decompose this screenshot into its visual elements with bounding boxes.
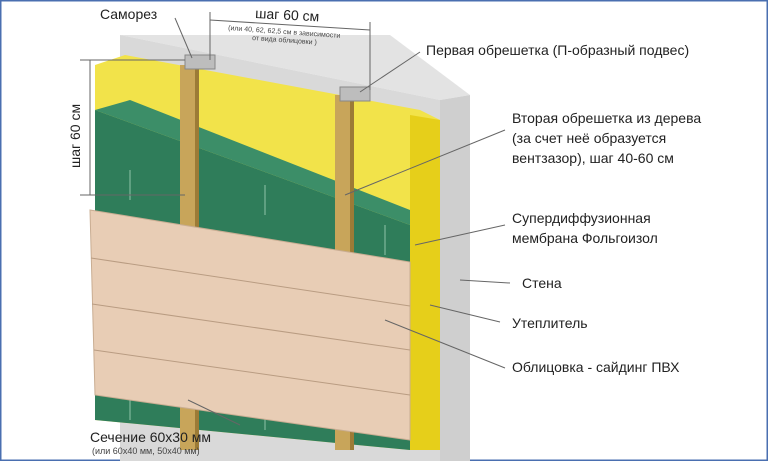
label-section: Сечение 60х30 мм: [90, 429, 211, 445]
label-insulation: Утеплитель: [512, 315, 588, 331]
label-screw: Саморез: [100, 6, 157, 22]
wall-top: [120, 35, 470, 100]
wall-side: [440, 95, 470, 461]
label-second-lathing-2: (за счет неё образуется: [512, 130, 666, 146]
label-step-left: шаг 60 см: [67, 104, 83, 168]
label-membrane-1: Супердиффузионная: [512, 210, 651, 226]
label-membrane-2: мембрана Фольгоизол: [512, 230, 658, 246]
siding-panel: [89, 209, 411, 441]
label-second-lathing-1: Вторая обрешетка из дерева: [512, 110, 701, 126]
label-cladding: Облицовка - сайдинг ПВХ: [512, 359, 680, 375]
membrane-top: [95, 100, 410, 225]
dimension-lines: [80, 12, 371, 196]
label-second-lathing-3: вентзазор), шаг 40-60 см: [512, 150, 674, 166]
label-wall: Стена: [522, 275, 562, 291]
label-first-lathing: Первая обрешетка (П-образный подвес): [426, 42, 689, 58]
label-step-top: шаг 60 см: [255, 5, 320, 24]
insulation-side: [410, 115, 440, 450]
leader-lines: [174, 17, 511, 426]
label-section-note: (или 60х40 мм, 50х40 мм): [92, 446, 200, 456]
